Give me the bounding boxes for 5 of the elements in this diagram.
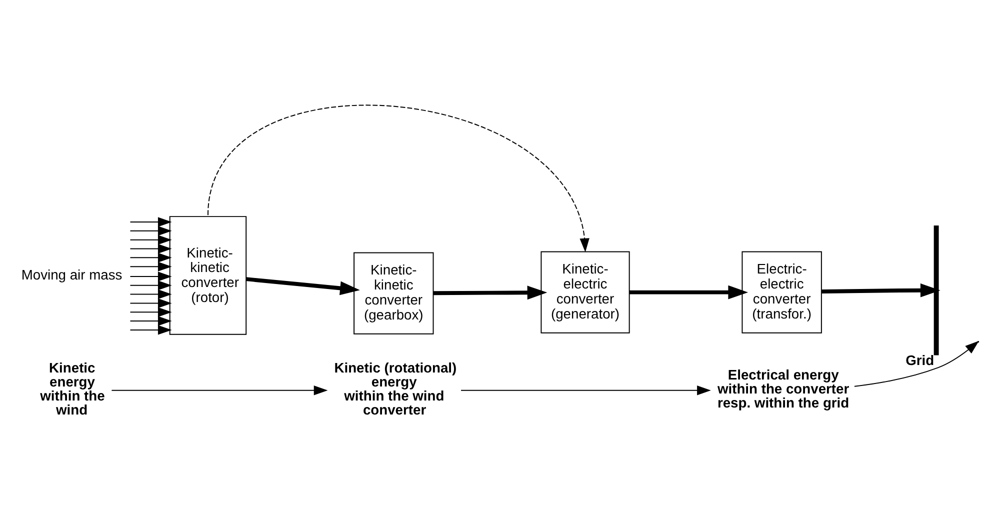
node-text: Moving air mass xyxy=(21,266,122,282)
node-text: Kinetic (rotational) energy within the wind converter xyxy=(334,359,457,417)
node-text: Electrical energy within the converter resp. within the grid xyxy=(717,366,850,410)
node-label: Grid xyxy=(906,351,934,368)
node-text: Kinetic energy within the wind xyxy=(40,359,105,417)
